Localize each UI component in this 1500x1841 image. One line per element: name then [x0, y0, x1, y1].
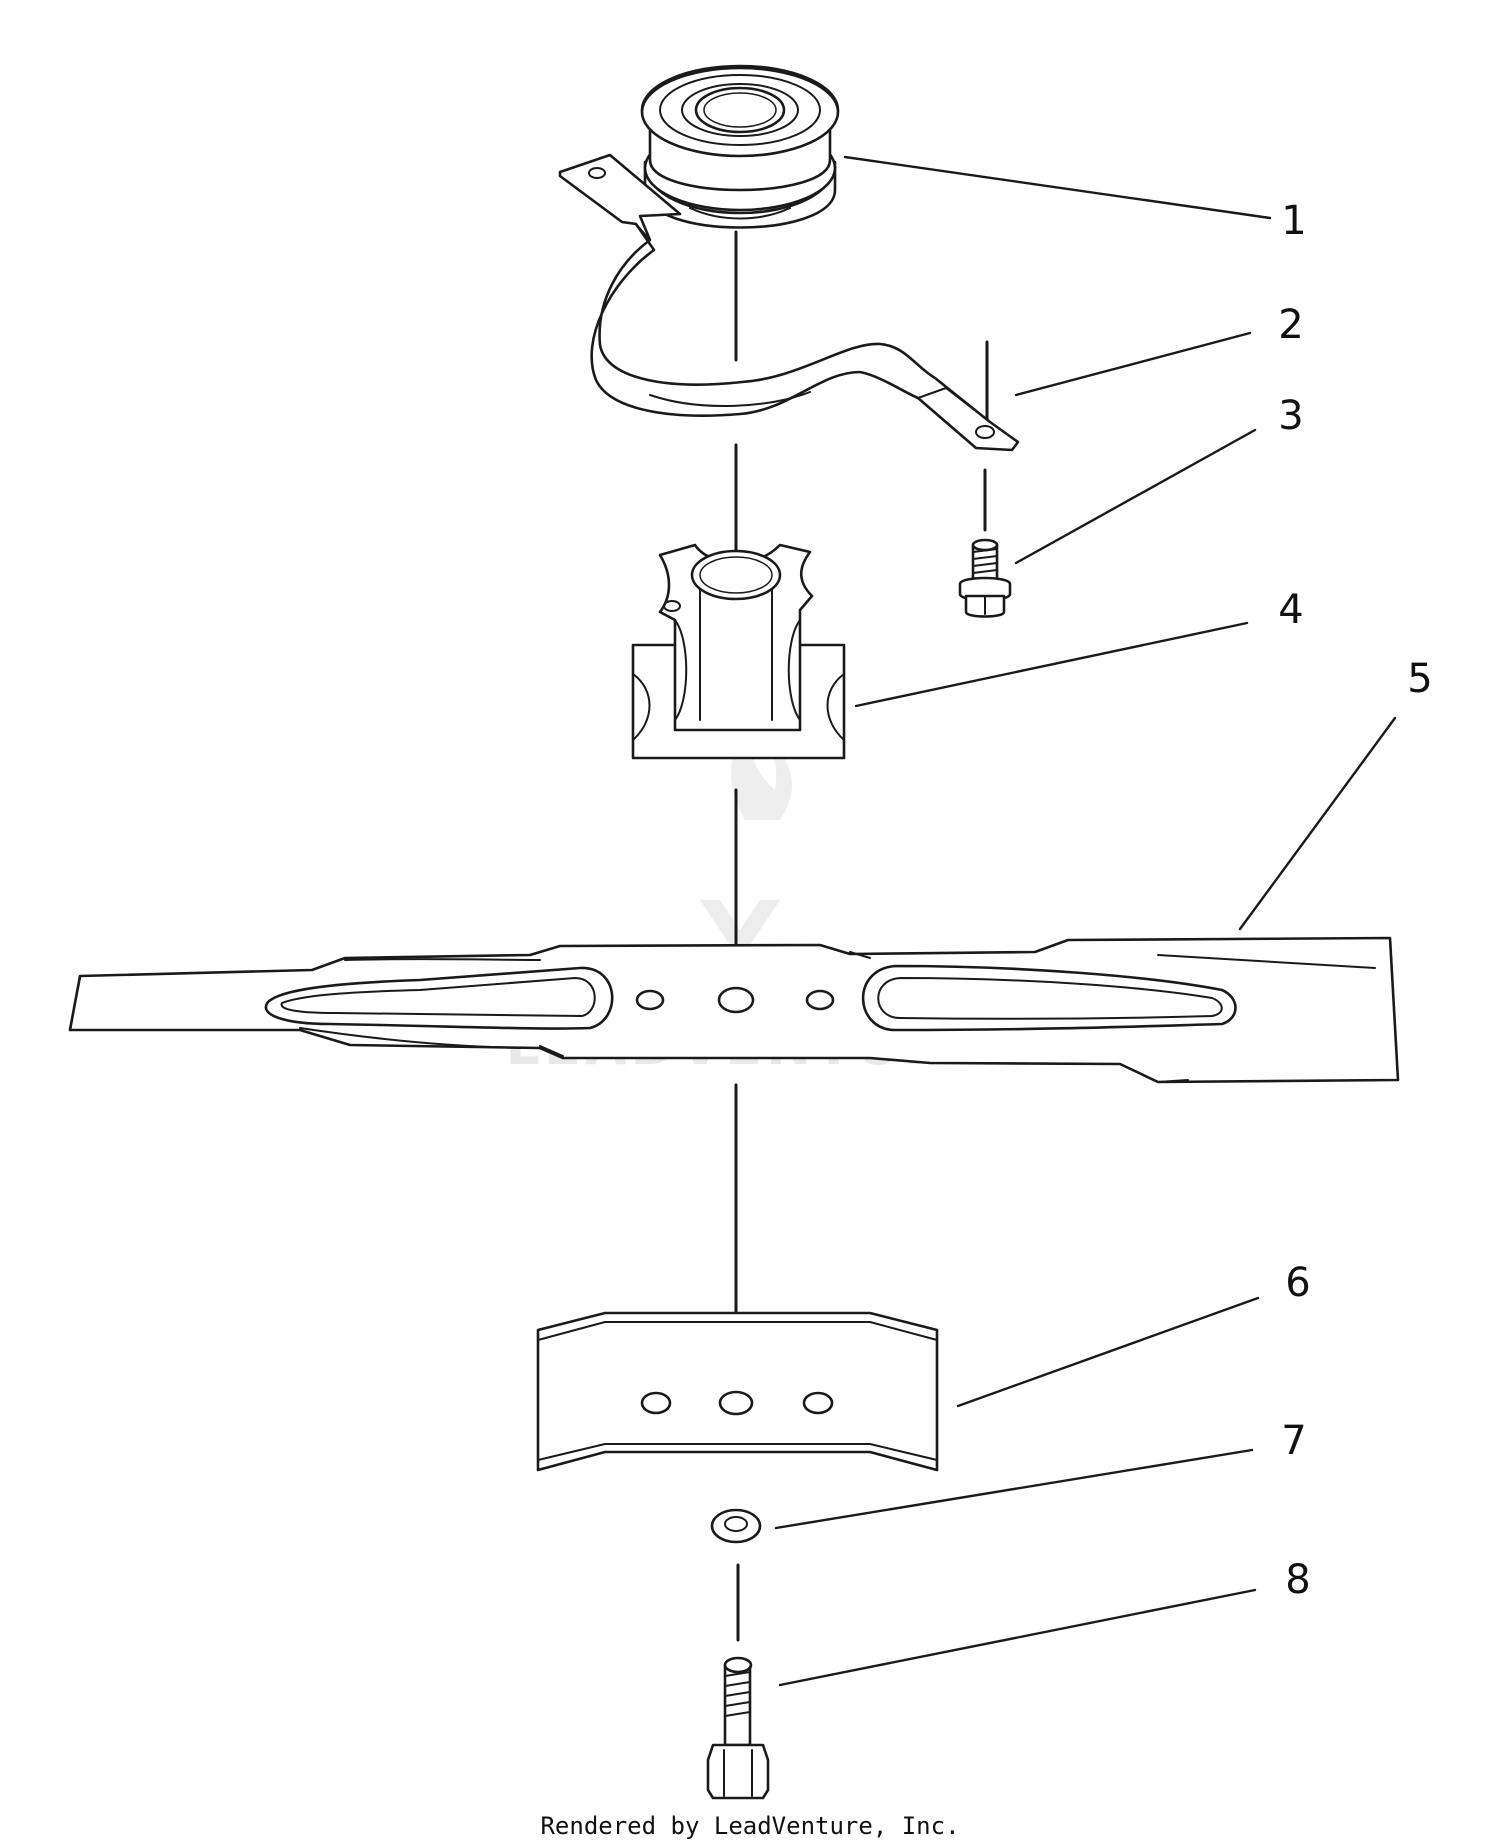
callout-6: 6: [1285, 1260, 1310, 1306]
callout-1: 1: [1281, 198, 1306, 244]
bolt: [958, 538, 1012, 618]
callout-8: 8: [1285, 1557, 1310, 1603]
callout-3: 3: [1278, 393, 1303, 439]
render-credit: Rendered by LeadVenture, Inc.: [540, 1812, 960, 1840]
stiffener-plate: [536, 1311, 939, 1472]
callout-labels: 1 2 3 4 5 6 7 8: [1278, 198, 1432, 1603]
bracket: [558, 153, 1020, 452]
callout-2: 2: [1278, 302, 1303, 348]
blade: [68, 936, 1400, 1084]
pulley: [640, 64, 840, 229]
callout-7: 7: [1281, 1418, 1306, 1464]
leader-lines: [774, 155, 1397, 1687]
blade-bolt: [706, 1656, 770, 1800]
callout-5: 5: [1407, 656, 1432, 702]
blade-adapter: [631, 543, 846, 760]
washer: [710, 1508, 762, 1544]
callout-4: 4: [1278, 587, 1303, 633]
